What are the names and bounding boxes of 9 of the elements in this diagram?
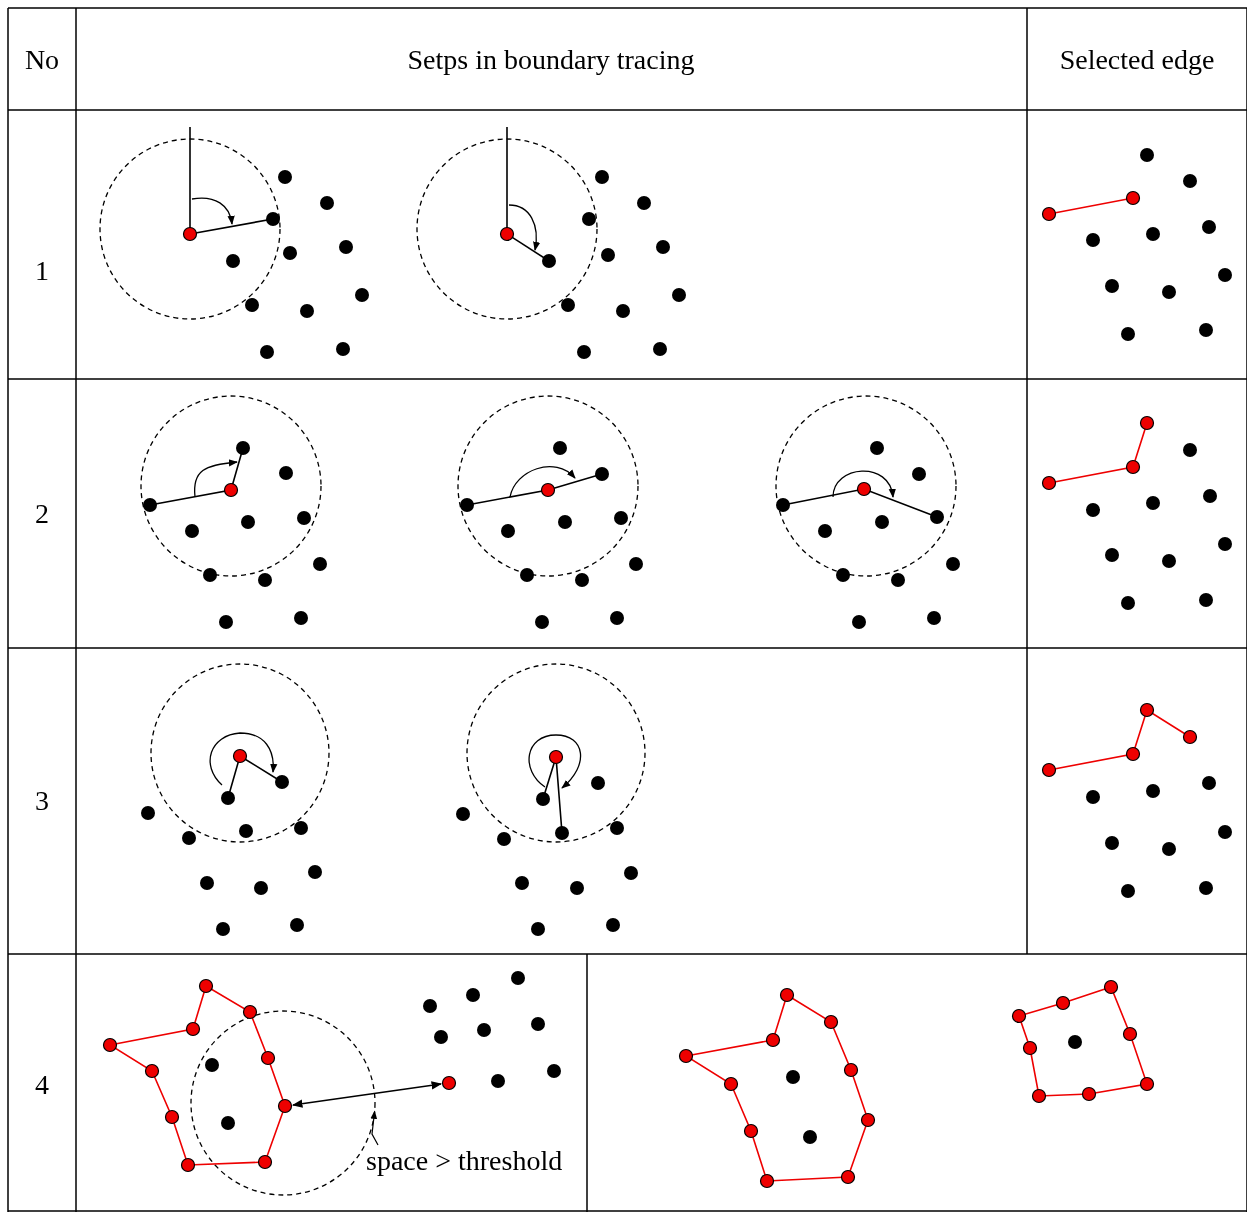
row-number: 2 xyxy=(35,500,49,528)
row-number: 1 xyxy=(35,257,49,285)
row-number: 3 xyxy=(35,787,49,815)
header-text: No xyxy=(24,46,60,74)
row-number: 4 xyxy=(35,1071,49,1099)
leader-line xyxy=(370,1110,379,1146)
header-text: Selected edge xyxy=(1059,46,1215,74)
header-text: Setps in boundary tracing xyxy=(407,46,695,74)
annotation-text: space > threshold xyxy=(366,1147,563,1175)
